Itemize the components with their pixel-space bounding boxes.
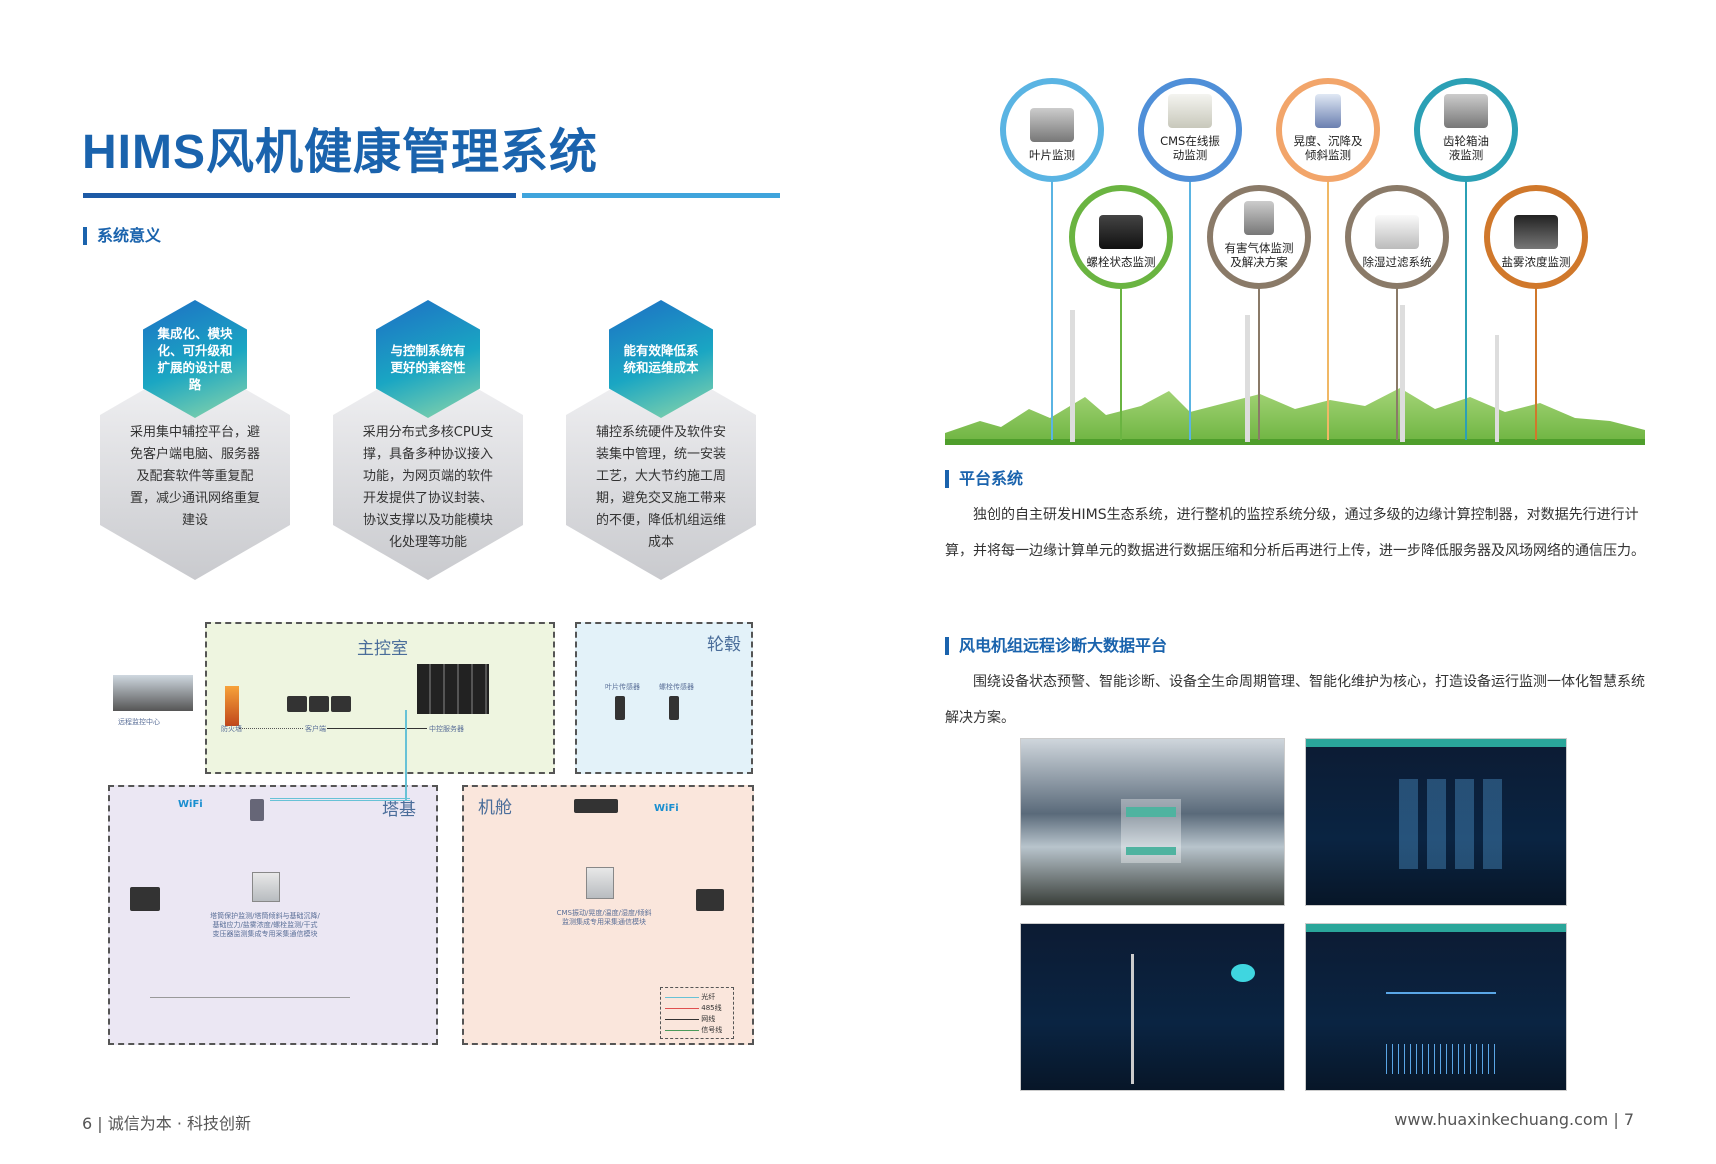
footer-right: www.huaxinkechuang.com | 7	[1394, 1110, 1634, 1129]
fiber-link	[270, 798, 410, 801]
card-body: 采用集中辅控平台，避免客户端电脑、服务器及配套软件等重复配置，减少通讯网络重复建…	[129, 425, 260, 528]
server-label: 中控服务器	[429, 725, 464, 733]
card-body: 采用分布式多核CPU支撑，具备多种协议接入功能，为网页端的软件开发提供了协议封装…	[362, 425, 494, 550]
sensor-image	[1444, 94, 1488, 128]
fire-panel-icon	[696, 889, 724, 911]
screenshot-dashboard	[1305, 738, 1567, 906]
screenshot-spectrum	[1305, 923, 1567, 1091]
wifi-icon: WiFi	[654, 803, 679, 814]
title-rule-dark	[83, 193, 516, 198]
monitor-bolt: 螺栓状态监测	[1069, 185, 1173, 289]
tower-collector-label: 塔筒保护监测/塔筒倾斜与基础沉降/基础应力/盐雾浓度/螺栓监测/干式变压器监测集…	[210, 912, 320, 938]
server-rack-icon	[417, 664, 489, 714]
zone-label: 塔基	[382, 800, 416, 820]
sensor-image	[1315, 94, 1341, 128]
wifi-icon: WiFi	[178, 799, 203, 810]
blade-sensor-label: 叶片传感器	[605, 683, 640, 691]
screenshot-turbine-3d	[1020, 923, 1285, 1091]
sensor-image	[1099, 215, 1143, 249]
sensor-image	[1030, 108, 1074, 142]
monitor-tilt: 晃度、沉降及倾斜监测	[1276, 78, 1380, 182]
bigdata-description: 围绕设备状态预警、智能诊断、设备全生命周期管理、智能化维护为核心，打造设备运行监…	[945, 674, 1645, 726]
nacelle-collector-label: CMS振动/晃度/温度/湿度/倾斜监测集成专用采集通信模块	[556, 909, 652, 926]
client-monitors-icon	[287, 696, 351, 712]
monitor-gas: 有害气体监测及解决方案	[1207, 185, 1311, 289]
zone-label: 轮毂	[707, 635, 741, 655]
monitor-cms: CMS在线振动监测	[1138, 78, 1242, 182]
zone-label: 主控室	[357, 639, 408, 659]
client-label: 客户端	[305, 725, 326, 733]
tower-collector-box	[252, 872, 280, 902]
monitor-gearbox-oil: 齿轮箱油液监测	[1414, 78, 1518, 182]
zone-control-room: 主控室 防火墙 客户端 中控服务器	[205, 622, 555, 774]
platform-description: 独创的自主研发HIMS生态系统，进行整机的监控系统分级，通过多级的边缘计算控制器…	[945, 507, 1645, 559]
access-control-icon	[250, 799, 264, 821]
section-heading-platform: 平台系统	[945, 470, 1023, 488]
remote-center-label: 远程监控中心	[118, 718, 160, 726]
wind-farm-illustration	[945, 290, 1645, 445]
card-integration: 采用集中辅控平台，避免客户端电脑、服务器及配套软件等重复配置，减少通讯网络重复建…	[100, 300, 290, 580]
zone-label: 机舱	[478, 798, 512, 818]
legend: 光纤 485线 网线 信号线	[660, 987, 734, 1039]
card-cost: 辅控系统硬件及软件安装集中管理，统一安装工艺，大大节约施工周期，避免交叉施工带来…	[566, 300, 756, 580]
monitor-dehumidifier: 除湿过滤系统	[1345, 185, 1449, 289]
remote-center-photo	[113, 675, 193, 711]
monitor-blade: 叶片监测	[1000, 78, 1104, 182]
bolt-sensor-label: 螺栓传感器	[659, 683, 694, 691]
sensor-image	[1375, 215, 1419, 249]
sensor-image	[1514, 215, 1558, 249]
zone-nacelle: 机舱 WiFi CMS振动/晃度/温度/湿度/倾斜监测集成专用采集通信模块 光纤…	[462, 785, 754, 1045]
firewall-icon	[225, 686, 239, 726]
fire-panel-icon	[130, 887, 160, 911]
fiber-link	[405, 710, 407, 800]
card-compatibility: 采用分布式多核CPU支撑，具备多种协议接入功能，为网页端的软件开发提供了协议封装…	[333, 300, 523, 580]
page-title: HIMS风机健康管理系统	[82, 126, 599, 179]
nacelle-collector-box	[586, 867, 614, 899]
sensor-image	[1244, 201, 1274, 235]
section-heading-bigdata: 风电机组远程诊断大数据平台	[945, 637, 1167, 655]
sensor-image	[1168, 94, 1212, 128]
card-body: 辅控系统硬件及软件安装集中管理，统一安装工艺，大大节约施工周期，避免交叉施工带来…	[595, 425, 726, 550]
section-heading-significance: 系统意义	[83, 227, 161, 245]
zone-tower-base: 塔基 WiFi 塔筒保护监测/塔筒倾斜与基础沉降/基础应力/盐雾浓度/螺栓监测/…	[108, 785, 438, 1045]
wireless-receiver-icon	[574, 799, 618, 813]
footer-left: 6 | 诚信为本 · 科技创新	[82, 1114, 252, 1133]
monitor-salt-fog: 盐雾浓度监测	[1484, 185, 1588, 289]
network-diagram: 主控室 防火墙 客户端 中控服务器 远程监控中心 轮毂 叶片传感器 螺栓传感器 …	[100, 620, 760, 1050]
wireless-node-icon	[615, 696, 625, 720]
screenshot-login	[1020, 738, 1285, 906]
zone-hub: 轮毂 叶片传感器 螺栓传感器	[575, 622, 753, 774]
title-rule-light	[522, 193, 780, 198]
wireless-node-icon	[669, 696, 679, 720]
firewall-label: 防火墙	[221, 725, 242, 733]
